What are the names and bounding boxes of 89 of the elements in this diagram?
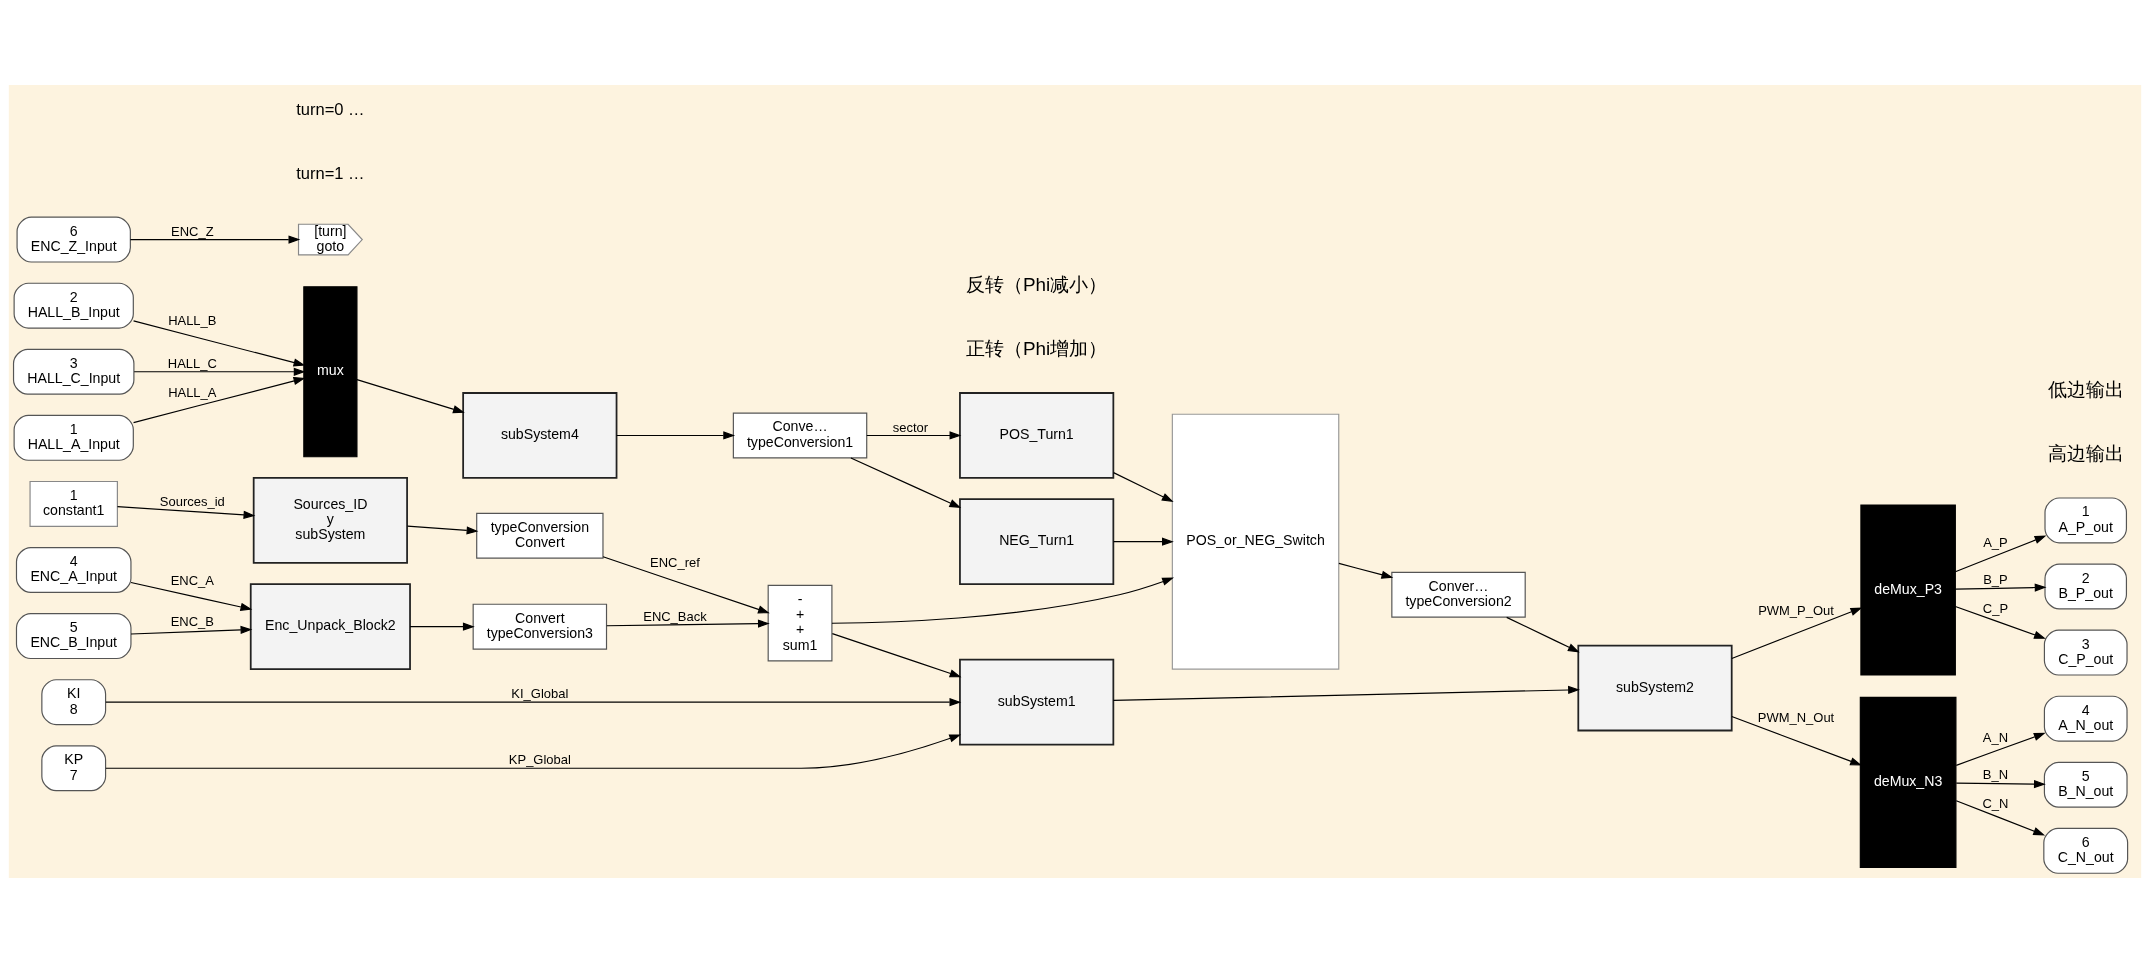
node-box: POS_or_NEG_Switch [1171, 413, 1340, 670]
node-box: 4 A_N_out [2043, 695, 2128, 742]
edge-label: sector [892, 419, 929, 435]
arrow [116, 506, 256, 519]
arrow [129, 235, 301, 244]
node-box: subSystem2 [1577, 644, 1733, 732]
arrow [406, 525, 479, 535]
arrow [1954, 535, 2047, 573]
edge-label: B_P [1983, 571, 2008, 587]
arrow [831, 633, 962, 678]
label: turn=1 … [296, 164, 365, 184]
node-box: 1 constant1 [29, 480, 118, 527]
node-box: Convert typeConversion3 [472, 603, 608, 650]
arrow [133, 367, 306, 376]
node-box: - + + sum1 [767, 584, 833, 662]
edge-label: ENC_Back [643, 608, 707, 624]
arrow [1506, 616, 1580, 653]
edge-label: KP_Global [508, 752, 571, 768]
node-box: 2 B_P_out [2044, 563, 2127, 610]
node-box: Enc_Unpack_Block2 [249, 583, 411, 670]
node-box: 6 C_N_out [2043, 827, 2129, 874]
arrow [866, 431, 962, 440]
label: 反转（Phi减小） [966, 274, 1108, 296]
arrow [356, 379, 465, 414]
node-box: typeConversion Convert [476, 512, 604, 559]
node-box: KI 8 [41, 679, 107, 726]
node-box: Conve… typeConversion1 [732, 412, 868, 459]
node-box: KP 7 [41, 745, 107, 792]
node-box: Sources_ID y subSystem [252, 477, 408, 564]
arrow [616, 431, 736, 440]
node-box: 1 HALL_A_Input [13, 414, 134, 461]
edge-label: ENC_Z [171, 223, 214, 239]
arrow [1112, 537, 1174, 546]
arrow [130, 625, 253, 635]
arrow [1338, 562, 1394, 579]
arrow [1112, 472, 1174, 503]
edge-label: C_N [1982, 796, 2009, 812]
edge-label: C_P [1982, 601, 2009, 617]
node-box: 2 HALL_B_Input [13, 282, 134, 329]
edge-label: PWM_P_Out [1758, 602, 1834, 618]
arrow [850, 457, 962, 508]
arrow [105, 698, 962, 707]
edge-label: A_N [1982, 730, 2009, 746]
label: 低边输出 [2047, 379, 2124, 401]
edge-label: KI_Global [511, 686, 569, 702]
edge-label: B_N [1982, 766, 2009, 782]
label: turn=0 … [296, 100, 365, 120]
node-box: 6 ENC_Z_Input [16, 216, 131, 263]
arrow [1955, 779, 2046, 789]
arrow [1731, 607, 1863, 660]
arrow [1954, 583, 2047, 592]
arrow [831, 577, 1174, 624]
arrow [105, 734, 962, 769]
arrow [1955, 800, 2046, 836]
node-box: 5 ENC_B_Input [15, 613, 132, 660]
arrow [132, 376, 306, 424]
node-box: 3 HALL_C_Input [12, 348, 135, 395]
node-box: mux [303, 286, 358, 458]
arrow [1954, 605, 2046, 639]
node-box: 5 B_N_out [2043, 761, 2128, 808]
node-box: POS_Turn1 [959, 392, 1115, 479]
edge-label: HALL_A [168, 385, 217, 401]
edge-label: A_P [1983, 535, 2008, 551]
arrow [606, 619, 770, 628]
arrow [1112, 685, 1580, 702]
arrow [132, 320, 306, 367]
edge-label: ENC_A [170, 573, 214, 589]
arrow [409, 622, 475, 631]
edge-label: PWM_N_Out [1757, 710, 1835, 725]
node-box: Conver… typeConversion2 [1391, 571, 1526, 618]
node-box: deMux_P3 [1860, 504, 1956, 676]
edge-label: HALL_B [168, 313, 217, 329]
node-box: 1 A_P_out [2044, 497, 2127, 544]
node-box: deMux_N3 [1859, 696, 1957, 868]
arrow [130, 581, 253, 611]
arrow [1955, 732, 2046, 766]
edge-label: Sources_id [159, 494, 225, 510]
arrow [1731, 715, 1862, 766]
node-box: NEG_Turn1 [959, 498, 1115, 586]
node-box: subSystem1 [959, 658, 1115, 746]
edge-label: HALL_C [167, 355, 217, 371]
label: 高边输出 [2047, 443, 2124, 465]
edge-label: ENC_ref [650, 555, 700, 571]
edge-label: ENC_B [170, 614, 214, 630]
node-box: subSystem4 [462, 392, 618, 479]
arrow [602, 556, 770, 614]
node-box: 3 C_P_out [2043, 629, 2128, 676]
label: 正转（Phi增加） [966, 338, 1108, 359]
node-box: 4 ENC_A_Input [15, 547, 132, 593]
